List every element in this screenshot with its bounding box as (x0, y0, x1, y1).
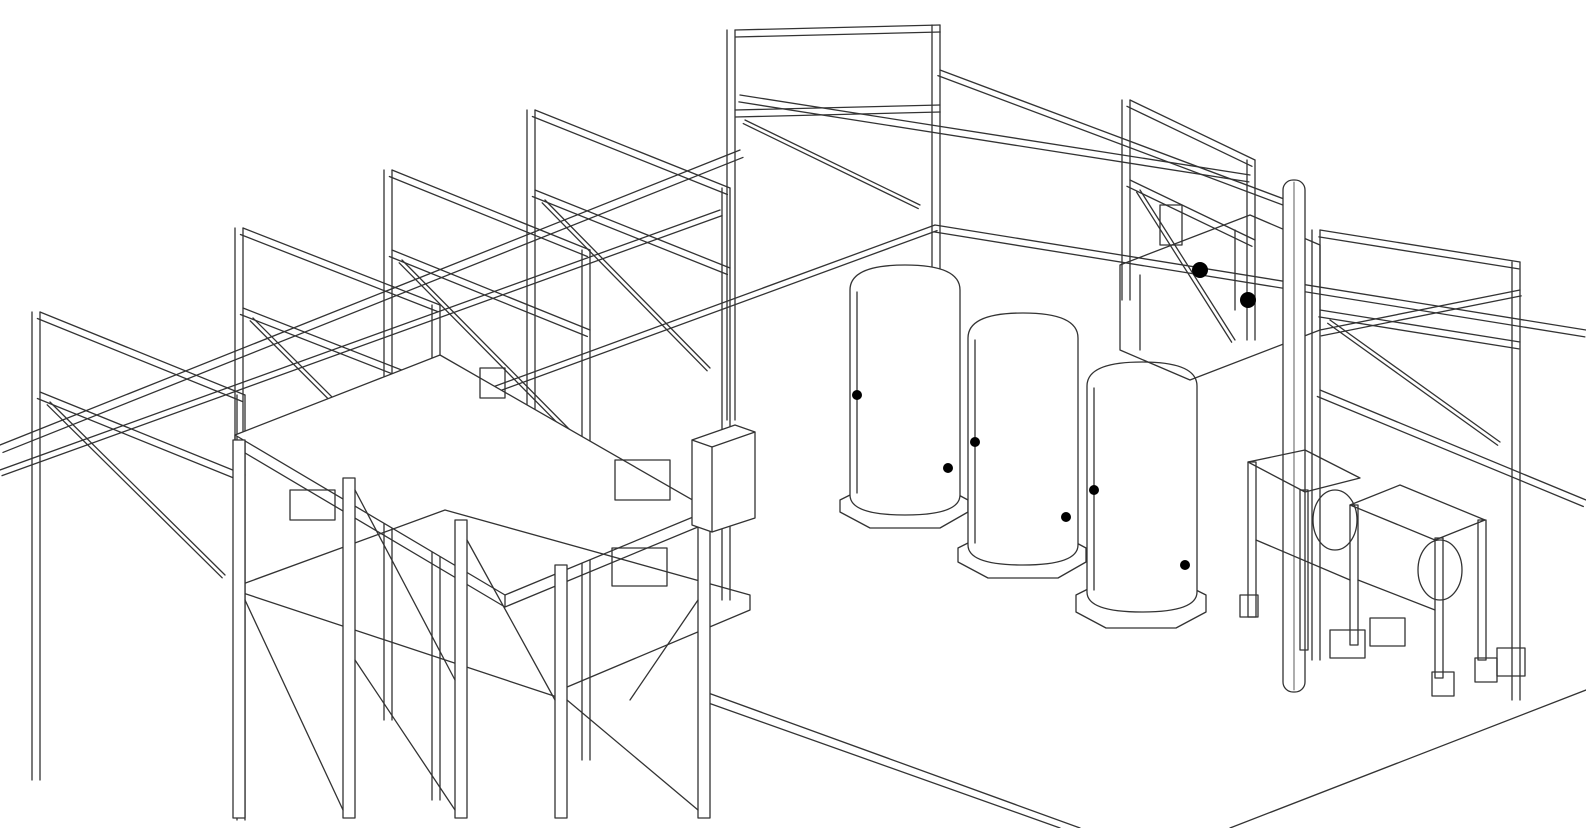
vertical-storage-tank-3 (1075, 361, 1207, 629)
vertical-storage-tank-2 (957, 312, 1087, 579)
electrical-cabinet (691, 424, 756, 533)
elevated-platform-structure (232, 354, 751, 819)
ground-slab (699, 689, 1586, 828)
vertical-storage-tank-1 (839, 264, 969, 529)
vertical-pipe-column (1282, 179, 1306, 693)
pump-skid-assembly (1119, 204, 1321, 381)
filter-skid-frames (1239, 449, 1526, 697)
